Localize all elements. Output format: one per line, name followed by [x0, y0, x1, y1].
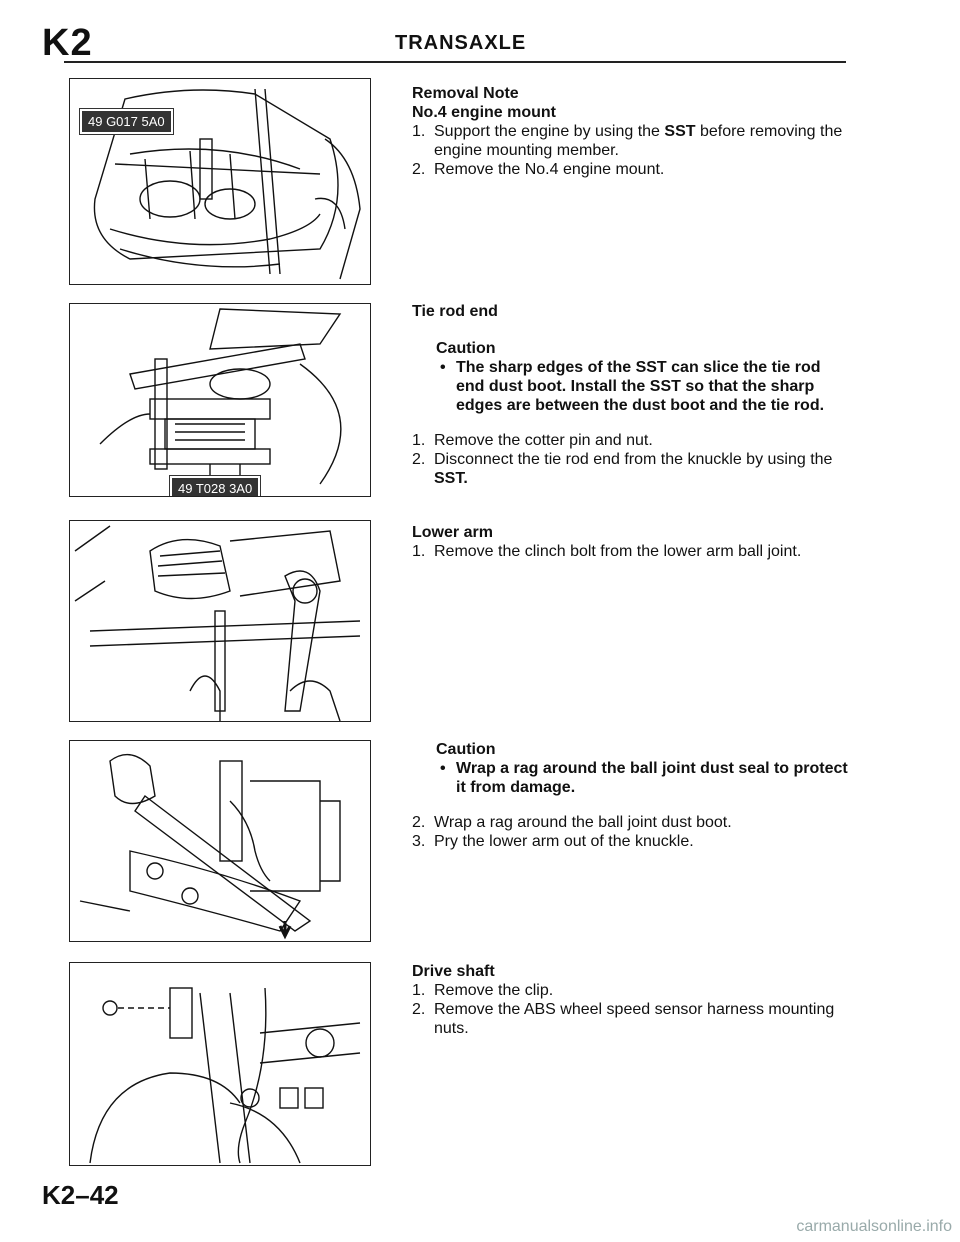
- step-text: Remove the cotter pin and nut.: [434, 432, 653, 449]
- heading-engine-mount: No.4 engine mount: [412, 104, 556, 121]
- step-text: Remove the clinch bolt from the lower ar…: [434, 543, 802, 560]
- step-text-bold: SST: [664, 123, 696, 140]
- caution-label: Caution: [436, 741, 496, 758]
- step-number: 2.: [412, 1001, 426, 1018]
- step-number: 3.: [412, 833, 426, 850]
- sst-label-tag: 49 T028 3A0: [168, 475, 262, 496]
- step-text: Support the engine by using the: [434, 123, 665, 140]
- step-wrap-rag: 2. Wrap a rag around the ball joint dust…: [412, 813, 852, 832]
- section-code: K2: [42, 22, 93, 64]
- step-number: 1.: [412, 982, 426, 999]
- step-remove-clip: 1. Remove the clip.: [412, 981, 852, 1000]
- step-text: before removing the engine mounting memb…: [434, 123, 843, 159]
- drive-shaft-clip-illustration: [89, 987, 361, 1164]
- step-remove-mount: 2. Remove the No.4 engine mount.: [412, 160, 852, 179]
- watermark: carmanualsonline.info: [796, 1218, 952, 1235]
- engine-support-illustration: [93, 88, 361, 280]
- heading-lower-arm: Lower arm: [412, 524, 493, 541]
- caution-text: The sharp edges of the SST can slice the…: [436, 358, 852, 415]
- ball-joint-block: Caution Wrap a rag around the ball joint…: [412, 722, 852, 851]
- step-text: Remove the clip.: [434, 982, 554, 999]
- header-divider: [64, 61, 846, 63]
- step-text-bold: SST.: [434, 470, 468, 487]
- step-number: 1.: [412, 432, 426, 449]
- tie-rod-puller-illustration: [99, 308, 342, 485]
- step-text: Disconnect the tie rod end from the knuc…: [434, 451, 833, 468]
- step-number: 2.: [412, 814, 426, 831]
- caution-label: Caution: [436, 340, 496, 357]
- section-title: TRANSAXLE: [395, 32, 527, 54]
- lower-arm-bolt-illustration: [74, 525, 361, 721]
- tie-rod-end-block: Tie rod end Caution The sharp edges of t…: [412, 302, 852, 488]
- heading-tie-rod-end: Tie rod end: [412, 303, 498, 320]
- figure-lower-arm-bolt: [69, 520, 371, 722]
- pry-lower-arm-illustration: [79, 753, 341, 940]
- step-disconnect-tie-rod: 2. Disconnect the tie rod end from the k…: [412, 450, 852, 488]
- lower-arm-block: Lower arm 1. Remove the clinch bolt from…: [412, 523, 852, 561]
- step-text: Wrap a rag around the ball joint dust bo…: [434, 814, 732, 831]
- figure-drive-shaft-clip: [69, 962, 371, 1166]
- page-number: K2–42: [42, 1180, 119, 1210]
- figure-tie-rod-puller: 49 T028 3A0: [69, 303, 371, 497]
- step-text: Remove the No.4 engine mount.: [434, 161, 665, 178]
- step-number: 2.: [412, 451, 426, 468]
- step-number: 1.: [412, 123, 426, 140]
- sst-label-tag: 49 G017 5A0: [79, 108, 174, 135]
- step-remove-clinch-bolt: 1. Remove the clinch bolt from the lower…: [412, 542, 852, 561]
- step-support-engine: 1. Support the engine by using the SST b…: [412, 122, 852, 160]
- caution-text: Wrap a rag around the ball joint dust se…: [436, 759, 852, 797]
- step-text: Pry the lower arm out of the knuckle.: [434, 833, 694, 850]
- figure-engine-support: 49 G017 5A0: [69, 78, 371, 285]
- step-number: 2.: [412, 161, 426, 178]
- step-remove-cotter-pin: 1. Remove the cotter pin and nut.: [412, 431, 852, 450]
- step-pry-lower-arm: 3. Pry the lower arm out of the knuckle.: [412, 832, 852, 851]
- drive-shaft-block: Drive shaft 1. Remove the clip. 2. Remov…: [412, 962, 852, 1038]
- removal-note-block: Removal Note No.4 engine mount 1. Suppor…: [412, 84, 852, 179]
- step-text: Remove the ABS wheel speed sensor harnes…: [434, 1001, 835, 1037]
- heading-drive-shaft: Drive shaft: [412, 963, 495, 980]
- figure-pry-lower-arm: [69, 740, 371, 942]
- step-number: 1.: [412, 543, 426, 560]
- step-remove-abs-nuts: 2. Remove the ABS wheel speed sensor har…: [412, 1000, 852, 1038]
- heading-removal-note: Removal Note: [412, 85, 519, 102]
